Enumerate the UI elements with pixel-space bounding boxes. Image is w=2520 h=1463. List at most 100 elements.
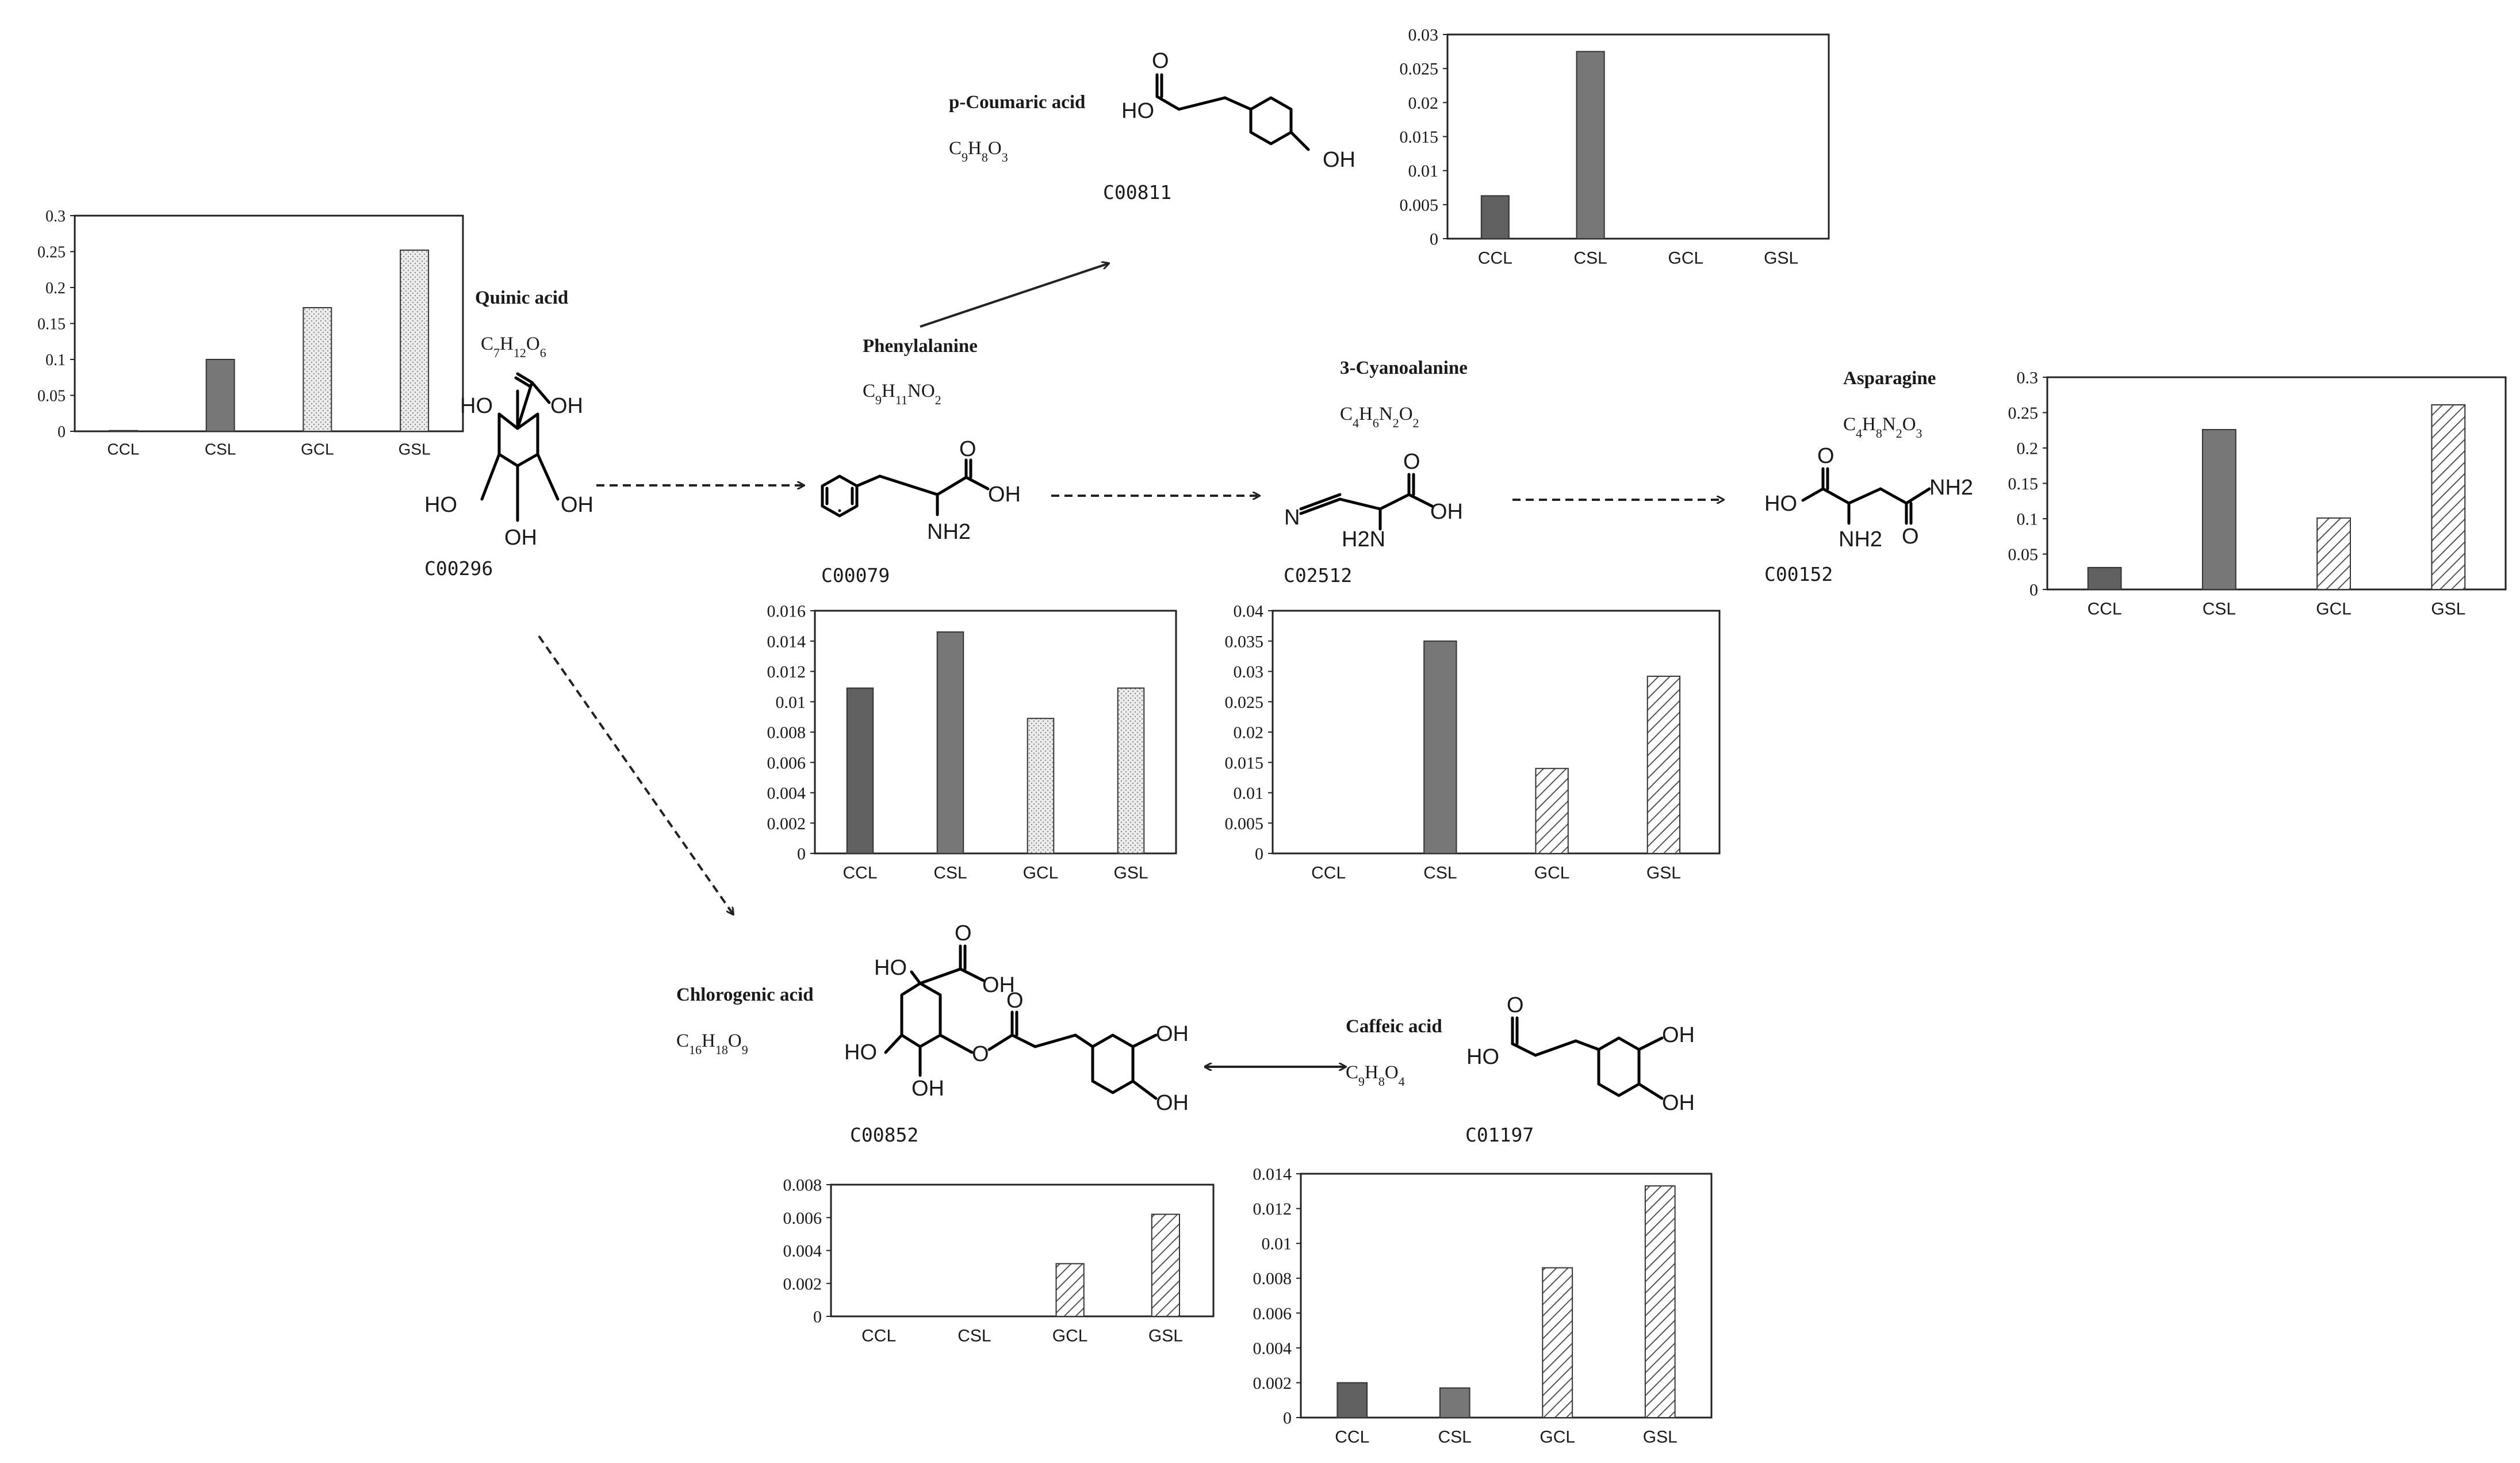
- bar-csl: [936, 631, 964, 855]
- y-tick-label: 0.015: [1225, 753, 1264, 772]
- x-tick-label-gcl: GCL: [301, 441, 334, 458]
- bar-gsl: [1646, 675, 1681, 854]
- caffeic-acid-id: C01197: [1465, 1124, 1534, 1146]
- p-coumaric-ho: HO: [1121, 99, 1154, 123]
- y-tick-label: 0.014: [767, 632, 806, 651]
- y-tick-label: 0.01: [1262, 1235, 1292, 1254]
- y-tick-label: 0.05: [2008, 545, 2039, 564]
- plot-frame: [1300, 1173, 1713, 1419]
- quinic-acid-id: C00296: [424, 557, 493, 580]
- chlorogenic-oh-ring-1: OH: [1156, 1022, 1189, 1046]
- x-tick-label-gsl: GSL: [1646, 864, 1681, 883]
- quinic-oh-top: OH: [550, 394, 583, 418]
- x-tick-label-gcl: GCL: [1539, 1428, 1575, 1447]
- chlorogenic-acid-structure: [884, 944, 1158, 1100]
- y-tick-label: 0.016: [767, 602, 806, 621]
- y-tick-label: 0.008: [783, 1176, 822, 1195]
- y-tick-label: 0: [2029, 581, 2038, 600]
- compound-phenylalanine: Phenylalanine C9H11NO2 O OH NH2 C00079: [821, 336, 1021, 587]
- y-tick-label: 0.035: [1225, 632, 1264, 651]
- y-tick-label: 0.004: [767, 784, 806, 803]
- chart-phenylalanine: 00.0020.0040.0060.0080.010.0120.0140.016…: [767, 602, 1177, 883]
- caffeic-oh-1: OH: [1662, 1023, 1695, 1047]
- y-tick-label: 0.02: [1234, 723, 1264, 742]
- compound-chlorogenic-acid: Chlorogenic acid C16H18O9 HO O OH: [676, 921, 1189, 1146]
- y-tick-label: 0.1: [2017, 510, 2039, 529]
- y-tick-label: 0.025: [1400, 60, 1439, 79]
- chlorogenic-acid-formula: C16H18O9: [676, 1031, 748, 1057]
- bar-gsl: [1117, 687, 1145, 854]
- x-tick-label-gsl: GSL: [2431, 600, 2465, 619]
- y-tick-label: 0.2: [2017, 439, 2039, 458]
- cyanoalanine-formula: C4H6N2O2: [1340, 404, 1419, 430]
- x-tick-label-csl: CSL: [1573, 249, 1607, 268]
- x-tick-label-ccl: CCL: [842, 864, 877, 883]
- bar-ccl: [1480, 195, 1510, 240]
- y-tick-label: 0.005: [1225, 814, 1264, 833]
- y-tick-label: 0.008: [767, 723, 806, 742]
- x-tick-label-gcl: GCL: [1023, 864, 1059, 883]
- chlorogenic-o-ester: O: [972, 1042, 989, 1066]
- x-tick-label-ccl: CCL: [107, 441, 139, 458]
- x-tick-label-csl: CSL: [205, 441, 236, 458]
- chlorogenic-oh-ring-2: OH: [1156, 1091, 1189, 1115]
- compound-p-coumaric-acid: p-Coumaric acid C9H8O3 O HO OH C00811: [949, 49, 1355, 204]
- x-tick-label-ccl: CCL: [2088, 600, 2122, 619]
- phenylalanine-id: C00079: [821, 564, 890, 587]
- x-tick-label-csl: CSL: [2203, 600, 2236, 619]
- arrow-quinic-to-chlorogenic: [538, 635, 733, 914]
- y-tick-label: 0.004: [1253, 1339, 1292, 1358]
- bar-ccl: [846, 687, 874, 854]
- cyanoalanine-o: O: [1403, 450, 1420, 474]
- p-coumaric-oh: OH: [1323, 148, 1355, 172]
- quinic-oh-right: OH: [561, 493, 593, 517]
- y-tick-label: 0: [1283, 1409, 1292, 1428]
- caffeic-oh-2: OH: [1662, 1091, 1695, 1115]
- bar-gcl: [1027, 718, 1055, 854]
- x-tick-label-csl: CSL: [933, 864, 967, 883]
- x-tick-label-gsl: GSL: [399, 441, 431, 458]
- bar-csl: [1439, 1387, 1470, 1419]
- p-coumaric-o: O: [1152, 49, 1169, 73]
- y-tick-label: 0.01: [1234, 784, 1264, 803]
- caffeic-o: O: [1507, 993, 1524, 1017]
- y-tick-label: 0: [1430, 230, 1438, 249]
- bar-csl: [1423, 640, 1457, 854]
- asparagine-structure: [1801, 467, 1931, 525]
- arrow-phenylalanine-to-p-coumaric: [920, 263, 1109, 328]
- chlorogenic-o-carbonyl: O: [955, 921, 972, 945]
- y-tick-label: 0.008: [1253, 1269, 1292, 1288]
- y-tick-label: 0.025: [1225, 693, 1264, 712]
- asparagine-o-right: O: [1902, 524, 1919, 549]
- compound-asparagine: Asparagine C4H8N2O3 O HO NH2 O NH2 C0015…: [1764, 368, 1973, 585]
- chlorogenic-o-ester-carbonyl: O: [1006, 989, 1024, 1013]
- chlorogenic-acid-id: C00852: [850, 1124, 918, 1146]
- bar-csl: [1576, 51, 1605, 239]
- y-tick-label: 0.1: [45, 351, 66, 369]
- x-tick-label-csl: CSL: [1423, 864, 1457, 883]
- phenylalanine-oh: OH: [988, 482, 1021, 507]
- p-coumaric-structure: [1155, 73, 1310, 151]
- quinic-ho-top: HO: [460, 394, 493, 418]
- quinic-acid-structure: [480, 372, 560, 522]
- y-tick-label: 0.005: [1400, 196, 1439, 215]
- x-tick-label-gcl: GCL: [2316, 600, 2352, 619]
- phenylalanine-structure: [821, 458, 990, 518]
- y-tick-label: 0: [58, 423, 66, 441]
- phenylalanine-o: O: [959, 437, 976, 461]
- compound-caffeic-acid: Caffeic acid C9H8O4 O HO OH OH C01197: [1346, 993, 1695, 1146]
- asparagine-o-left: O: [1817, 444, 1835, 468]
- bar-gcl: [1542, 1267, 1573, 1419]
- caffeic-acid-structure: [1511, 1016, 1664, 1100]
- quinic-ho-left: HO: [424, 493, 457, 517]
- caffeic-acid-name: Caffeic acid: [1346, 1016, 1442, 1037]
- chlorogenic-acid-name: Chlorogenic acid: [676, 985, 814, 1005]
- x-tick-label-gcl: GCL: [1534, 864, 1570, 883]
- bar-gcl: [1535, 768, 1569, 855]
- y-tick-label: 0.15: [2008, 474, 2039, 493]
- y-tick-label: 0.015: [1400, 128, 1439, 147]
- y-tick-label: 0.002: [1253, 1374, 1292, 1393]
- phenylalanine-nh2: NH2: [927, 520, 971, 544]
- y-tick-label: 0: [1255, 845, 1263, 864]
